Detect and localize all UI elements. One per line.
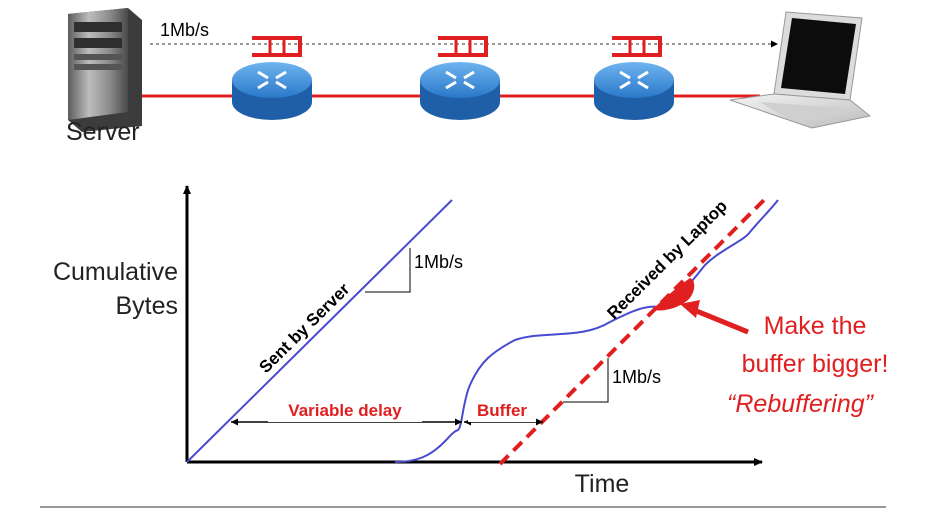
server-label: Server	[66, 118, 140, 146]
rebuffering-region	[652, 278, 695, 311]
sent-slope-triangle	[365, 248, 411, 293]
received-by-laptop-curve	[394, 199, 779, 463]
sent-by-server-line	[186, 199, 453, 463]
router-icon	[420, 62, 500, 120]
queue-icon	[612, 36, 662, 57]
playback-slope-triangle	[563, 358, 609, 403]
router-icon	[594, 62, 674, 120]
server-icon	[68, 8, 142, 132]
sent-by-server-label: Sent by Server	[255, 279, 353, 377]
variable-delay-label-bg	[268, 400, 422, 422]
sent-slope-label: 1Mb/s	[414, 252, 463, 272]
callout-line2: buffer bigger!	[742, 350, 889, 378]
playback-line	[498, 194, 770, 466]
playback-slope-label: 1Mb/s	[612, 367, 661, 387]
buffer-label-bg	[468, 400, 536, 422]
flow-rate-label: 1Mb/s	[160, 20, 209, 40]
x-axis-label: Time	[575, 470, 630, 498]
callout-line1: Make the	[764, 312, 867, 340]
y-axis-label-line2: Bytes	[115, 292, 178, 320]
router-icon	[232, 62, 312, 120]
buffer-label: Buffer	[477, 401, 527, 420]
queue-icon	[438, 36, 488, 57]
variable-delay-label: Variable delay	[288, 401, 402, 420]
rebuffering-label: “Rebuffering”	[727, 390, 875, 418]
callout-arrowhead	[680, 300, 700, 318]
laptop-icon	[729, 11, 872, 129]
callout-arrow	[693, 307, 749, 335]
y-axis-label-line1: Cumulative	[53, 258, 178, 286]
queue-icon	[252, 36, 302, 57]
